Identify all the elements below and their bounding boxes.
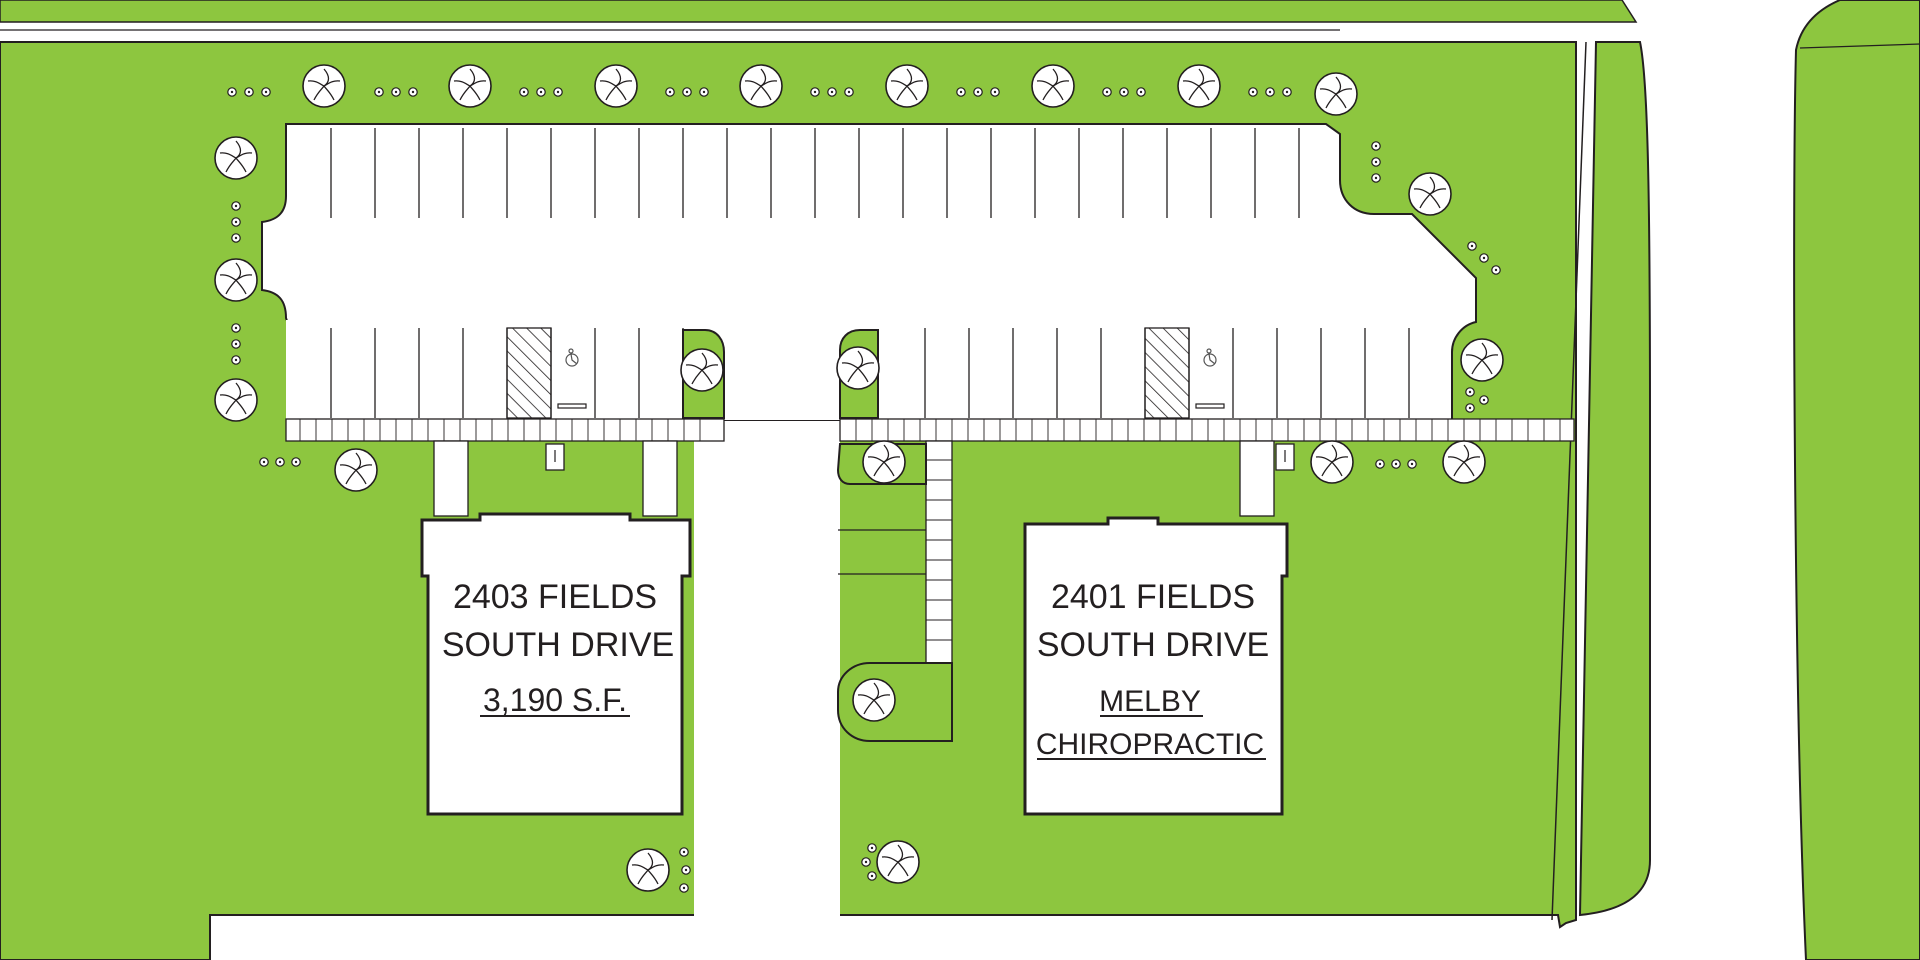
road-edge-far-right — [1799, 43, 1920, 49]
building-address-line1: 2401 FIELDS — [1051, 578, 1255, 616]
wheelchair-symbol-icon — [565, 348, 579, 367]
sidewalk-right — [839, 418, 1575, 442]
building-address-line1: 2403 FIELDS — [453, 578, 657, 616]
walkway-left-b — [642, 440, 678, 517]
sidewalk-vertical — [925, 440, 953, 664]
parking-sign-left — [557, 403, 587, 409]
walkway-left-a — [433, 440, 469, 517]
accessible-aisle-hatch-right — [1144, 327, 1190, 419]
building-square-footage: 3,190 S.F. — [483, 682, 627, 718]
wheelchair-symbol-icon — [1203, 348, 1217, 367]
tenant-name-line2: CHIROPRACTIC — [1036, 728, 1264, 761]
tenant-name-line1: MELBY — [1099, 685, 1201, 718]
drive-parking-stripes — [838, 529, 926, 575]
building-2403: 2403 FIELDS SOUTH DRIVE 3,190 S.F. — [420, 512, 692, 816]
parking-sign-right — [1195, 403, 1225, 409]
parking-stripes-top — [330, 128, 1300, 218]
grass-strip-top — [0, 0, 1638, 23]
driveway-center — [694, 420, 830, 960]
building-2401: 2401 FIELDS SOUTH DRIVE MELBY CHIROPRACT… — [1023, 516, 1289, 816]
grass-strip-right — [1578, 41, 1651, 917]
road-edge-right — [1551, 41, 1587, 921]
driveway-entrance — [724, 330, 840, 960]
building-address-line2: SOUTH DRIVE — [442, 626, 674, 664]
walkway-right — [1239, 440, 1275, 517]
sidewalk-left — [285, 418, 725, 442]
drive-aisle — [724, 330, 840, 420]
grass-far-right — [1793, 0, 1920, 960]
accessible-aisle-hatch-left — [506, 327, 552, 419]
building-address-line2: SOUTH DRIVE — [1037, 626, 1269, 664]
lot-left-lower — [286, 320, 724, 420]
